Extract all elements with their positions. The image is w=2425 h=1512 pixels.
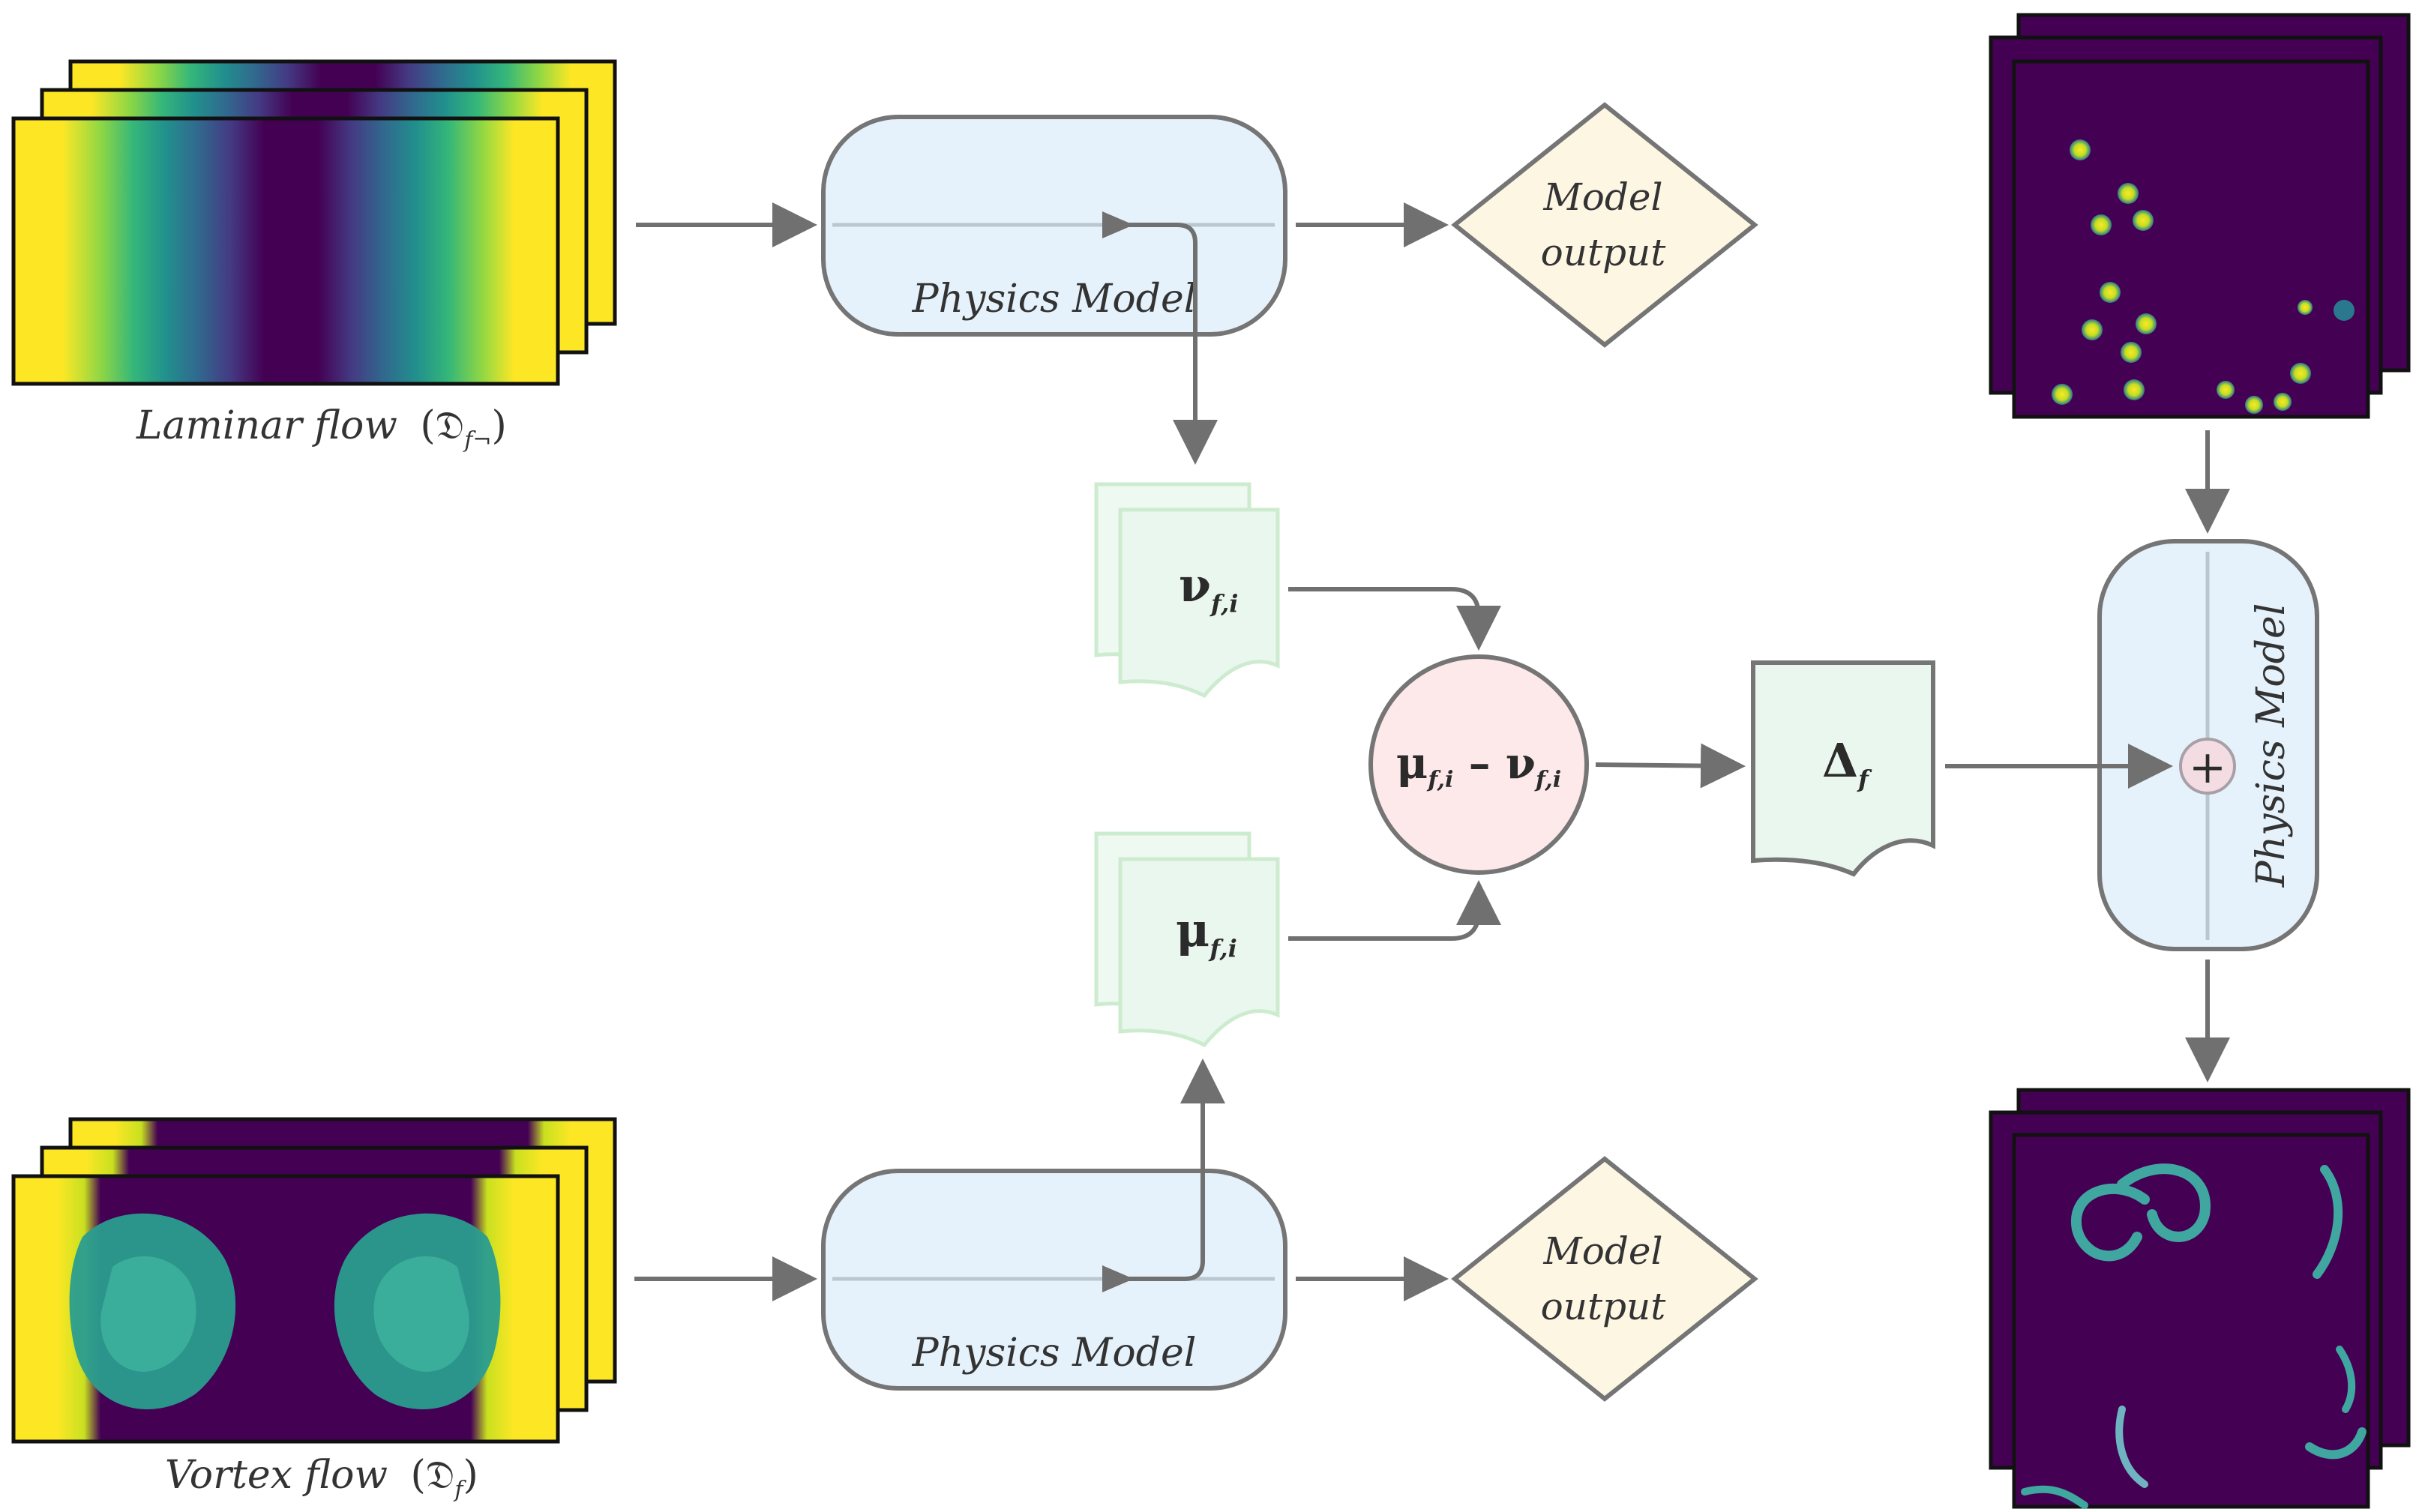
ring-frame-front: [2012, 1133, 2370, 1509]
arrow-nu-to-diff: [1288, 587, 1501, 651]
physics-model-top: Physics Model: [821, 115, 1287, 337]
arrowhead-into-bottom-model-line: [1102, 1265, 1134, 1292]
ring-pattern-stack: [1989, 1088, 2411, 1509]
plus-icon: +: [2189, 741, 2226, 794]
vortex-flow-caption: Vortex flow (𝔇f): [165, 1453, 478, 1503]
mu-label: μf,i: [1176, 903, 1237, 963]
vortex-frame-front: [11, 1174, 560, 1444]
model-output-top-line2: output: [1541, 231, 1667, 274]
spot-pattern-stack: [1989, 13, 2411, 419]
model-output-bottom: Model output: [1451, 1156, 1758, 1402]
model-output-top-line1: Model: [1543, 175, 1663, 219]
arrowhead-overlays: [1102, 211, 1134, 1292]
vortex-flow-stack: [11, 1117, 617, 1444]
arrow-top-model-to-nu: [1117, 223, 1218, 465]
arrow-mu-to-diff: [1288, 880, 1501, 941]
delta-steering-vector-doc: Δf: [1751, 660, 1935, 877]
nu-activation-doc: νf,i: [1094, 482, 1280, 699]
laminar-flow-stack: [11, 59, 617, 386]
delta-label: Δf: [1822, 733, 1872, 793]
model-output-top: Model output: [1451, 102, 1758, 348]
mu-activation-doc: μf,i: [1094, 831, 1280, 1048]
physics-model-bottom-label: Physics Model: [912, 1331, 1197, 1376]
arrow-bottom-model-to-mu: [1117, 1058, 1225, 1281]
arrows: [634, 202, 2230, 1301]
arrow-diff-to-delta: [1595, 743, 1746, 789]
physics-model-right: Physics Model +: [2097, 539, 2319, 951]
difference-label: μf,i – νf,i: [1396, 738, 1561, 793]
arrowhead-into-top-model-line: [1102, 211, 1134, 238]
model-output-bottom-line1: Model: [1543, 1229, 1663, 1273]
nu-label: νf,i: [1179, 558, 1238, 618]
physics-model-top-label: Physics Model: [912, 277, 1197, 322]
difference-node: μf,i – νf,i: [1368, 654, 1589, 875]
spot-frame-front: [2012, 59, 2370, 419]
physics-model-right-label: Physics Model: [2249, 603, 2294, 888]
laminar-flow-caption: Laminar flow (𝔇f¬): [136, 403, 507, 454]
add-operator: +: [2179, 738, 2236, 795]
physics-model-bottom: Physics Model: [821, 1169, 1287, 1391]
laminar-frame-front: [11, 116, 560, 386]
model-output-bottom-line2: output: [1541, 1285, 1667, 1328]
